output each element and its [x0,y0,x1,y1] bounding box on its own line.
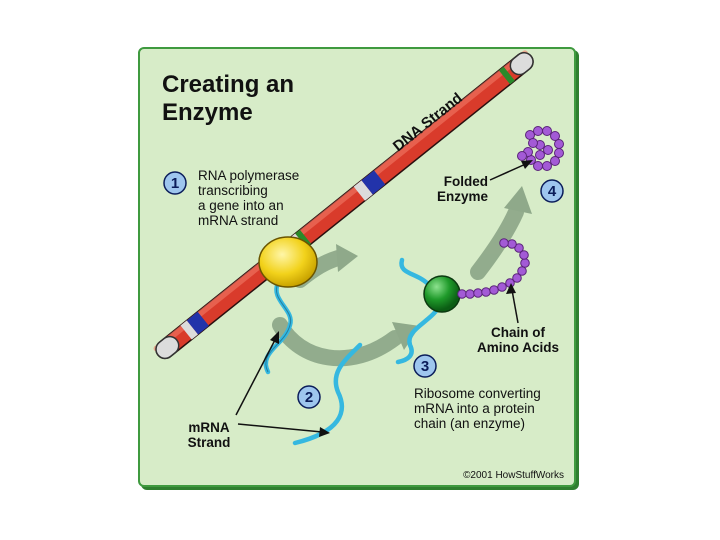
step-4: 4 [541,180,563,202]
folded-enzyme-label-line-1: Folded [444,174,488,189]
ribosome [424,276,460,312]
copyright: ©2001 HowStuffWorks [463,470,564,481]
step-1-line-2: transcribing [198,183,268,198]
step-3-number: 3 [421,358,429,375]
step-1-line-4: mRNA strand [198,213,278,228]
mrna-label-line-1: mRNA [188,420,230,435]
step-3: 3 Ribosome converting mRNA into a protei… [414,355,541,431]
mrna-label-line-2: Strand [188,435,231,450]
chain-label-line-1: Chain of [491,325,545,340]
arrow-head-transcription [336,244,358,272]
rna-polymerase [259,237,317,287]
chain-label-line-2: Amino Acids [477,340,559,355]
step-3-line-3: chain (an enzyme) [414,416,525,431]
folded-enzyme-pointer [490,160,533,180]
step-1: 1 RNA polymerase transcribing a gene int… [164,168,299,228]
title-line-2: Enzyme [162,99,253,126]
step-2-number: 2 [305,389,313,406]
step-4-number: 4 [548,183,557,200]
arrow-head-folding [504,186,532,214]
mrna-strand-ribosome-in [401,260,430,286]
step-1-number: 1 [171,175,179,192]
step-1-line-3: a gene into an [198,198,284,213]
chain-pointer [506,283,518,323]
step-2: 2 [298,386,320,408]
title-line-1: Creating an [162,71,294,98]
arrow-to-ribosome [280,325,395,358]
step-3-line-2: mRNA into a protein [414,401,535,416]
folded-enzyme-label-line-2: Enzyme [437,189,489,204]
step-1-line-1: RNA polymerase [198,168,299,183]
step-3-line-1: Ribosome converting [414,386,541,401]
